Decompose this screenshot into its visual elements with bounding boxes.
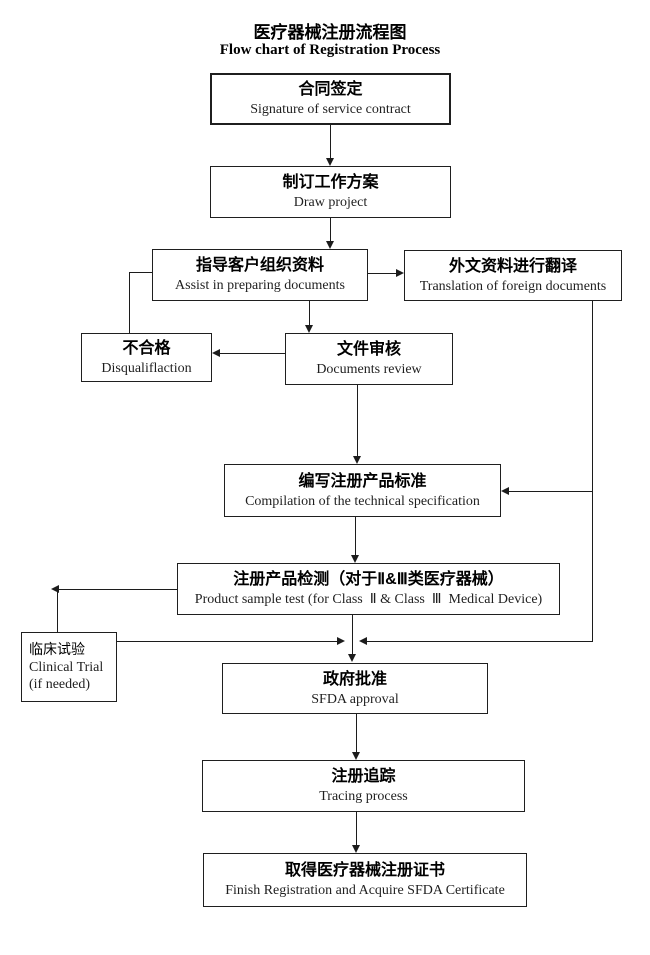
node-disqualification: 不合格 Disqualiflaction [81,333,212,382]
connector-clinical-to-junction [117,641,338,642]
node-assist-en: Assist in preparing documents [175,278,345,294]
node-disqualification-cn: 不合格 [122,339,171,357]
node-clinical-trial-note: (if needed) [29,677,91,693]
arrowhead-sampletest-to-clinical [51,585,59,593]
node-contract-signature-en: Signature of service contract [250,102,411,118]
node-assist-preparing-documents: 指导客户组织资料 Assist in preparing documents [152,249,368,301]
diagram-title-en: Flow chart of Registration Process [219,42,441,58]
arrowhead-compilation-to-sampletest [351,555,359,563]
node-compilation-technical-specification: 编写注册产品标准 Compilation of the technical sp… [224,464,501,517]
arrowhead-assist-to-translation [396,269,404,277]
connector-review-to-compilation [357,385,358,457]
connector-approval-to-tracing [356,714,357,752]
connector-assist-left-vertical [129,272,130,333]
arrowhead-tracing-to-certificate [352,845,360,853]
connector-assist-to-translation [368,273,396,274]
connector-compilation-to-sampletest [355,517,356,556]
node-sample-test-cn: 注册产品检测（对于Ⅱ&Ⅲ类医疗器械） [233,571,504,589]
node-sfda-approval: 政府批准 SFDA approval [222,663,488,714]
arrowhead-right-drop-to-junction [359,637,367,645]
connector-translation-drop [592,301,593,642]
node-translation-cn: 外文资料进行翻译 [448,257,577,275]
connector-sampletest-to-clinical-vertical [57,589,58,632]
arrowhead-approval-to-tracing [352,752,360,760]
node-translation-foreign-documents: 外文资料进行翻译 Translation of foreign document… [404,250,622,301]
node-disqualification-en: Disqualiflaction [101,360,192,376]
arrowhead-sampletest-to-approval [348,654,356,662]
node-documents-review: 文件审核 Documents review [285,333,453,385]
node-compilation-en: Compilation of the technical specificati… [245,493,480,509]
node-clinical-trial: 临床试验 Clinical Trial (if needed) [21,632,117,702]
node-tracing-cn: 注册追踪 [331,768,396,786]
connector-right-drop-to-junction [366,641,593,642]
arrowhead-review-to-compilation [353,456,361,464]
node-review-en: Documents review [316,362,422,378]
node-certificate-cn: 取得医疗器械注册证书 [284,862,445,880]
node-draw-project-cn: 制订工作方案 [282,174,379,192]
node-approval-cn: 政府批准 [322,670,387,688]
node-clinical-trial-cn: 临床试验 [29,641,85,658]
node-contract-signature-cn: 合同签定 [298,81,363,99]
node-clinical-trial-en: Clinical Trial [29,659,104,675]
connector-draw-to-assist [330,218,331,241]
arrowhead-translation-to-compilation [501,487,509,495]
arrowhead-clinical-to-junction [337,637,345,645]
node-sample-test-en: Product sample test (for Class Ⅱ & Class… [194,592,543,608]
node-assist-cn: 指导客户组织资料 [195,257,324,275]
diagram-title-cn: 医疗器械注册流程图 [253,23,407,42]
connector-assist-left-horizontal [129,272,152,273]
node-product-sample-test: 注册产品检测（对于Ⅱ&Ⅲ类医疗器械） Product sample test (… [177,563,560,615]
connector-sampletest-to-approval [352,615,353,655]
node-acquire-certificate: 取得医疗器械注册证书 Finish Registration and Acqui… [203,853,527,907]
connector-assist-to-review [309,301,310,326]
node-tracing-en: Tracing process [319,789,408,805]
connector-tracing-to-certificate [356,812,357,845]
arrowhead-review-to-disqualification [212,349,220,357]
node-draw-project-en: Draw project [293,195,368,211]
node-review-cn: 文件审核 [336,341,401,359]
node-certificate-en: Finish Registration and Acquire SFDA Cer… [225,883,505,899]
connector-translation-to-compilation [508,491,593,492]
node-tracing-process: 注册追踪 Tracing process [202,760,525,812]
connector-contract-to-draw [330,125,331,158]
node-draw-project: 制订工作方案 Draw project [210,166,451,218]
node-contract-signature: 合同签定 Signature of service contract [210,73,451,125]
arrowhead-contract-to-draw [326,158,334,166]
arrowhead-assist-to-review [305,325,313,333]
node-compilation-cn: 编写注册产品标准 [298,472,427,490]
arrowhead-draw-to-assist [326,241,334,249]
connector-review-to-disqualification [219,353,285,354]
node-translation-en: Translation of foreign documents [419,278,607,294]
node-approval-en: SFDA approval [311,691,399,707]
connector-sampletest-to-clinical-horizontal [59,589,177,590]
